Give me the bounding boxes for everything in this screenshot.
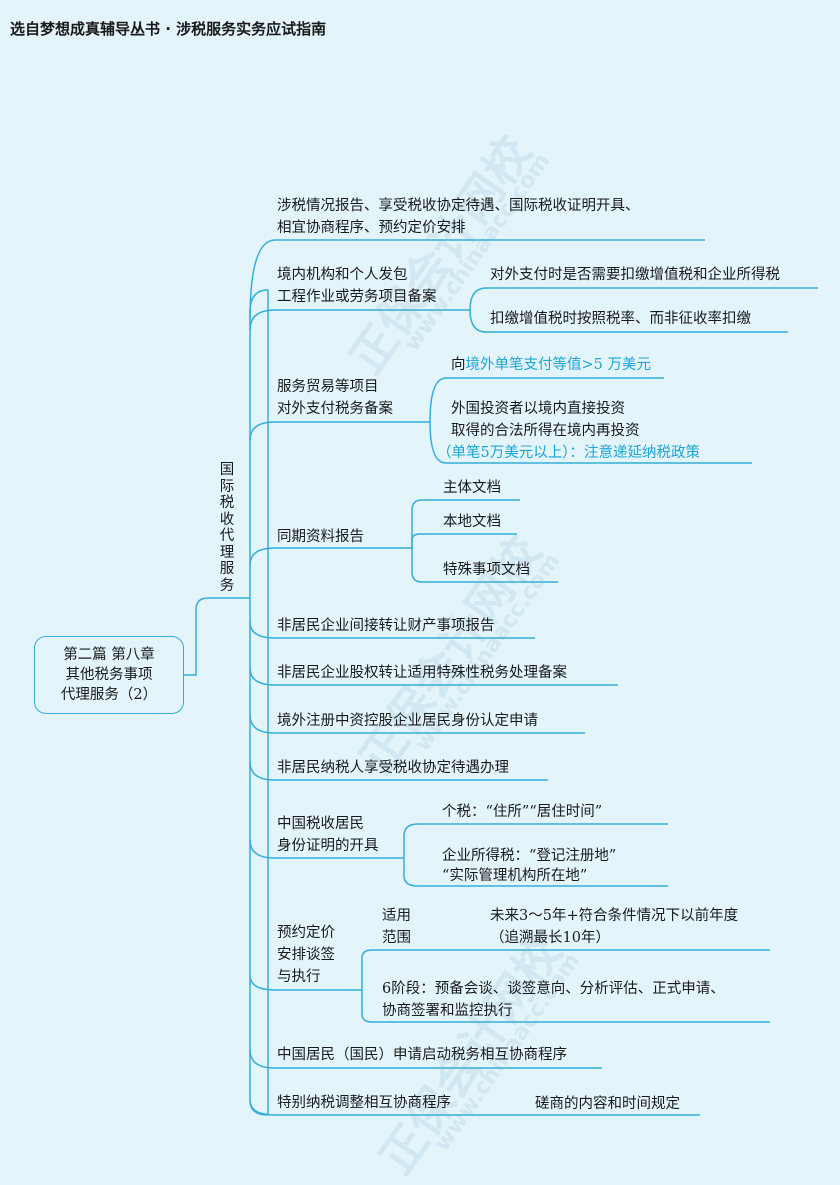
hub-char: 收 [219,511,235,528]
branch-1-line: 相宜协商程序、预约定价安排 [277,220,466,236]
branch-9-line: 中国税收居民 [277,816,364,832]
hub-char: 国 [219,462,235,478]
branch-3-sub-highlight: （单笔5万美元以上）：注意递延纳税政策 [437,445,700,461]
branch-10-line: 安排谈签 [277,947,335,963]
branch-3-sub: 向境外单笔支付等值>5 万美元 [451,355,651,376]
branch-4-label: 同期资料报告 [277,529,364,545]
branch-6-label: 非居民企业股权转让适用特殊性税务处理备案 [277,665,567,681]
branch-10-scope-detail: （追溯最长10年） [490,930,610,946]
branch-3-sub-prefix: 向 [451,357,466,373]
branch-4-sub: 本地文档 [443,514,501,530]
branch-2-sub: 扣缴增值税时按照税率、而非征收率扣缴 [490,311,751,327]
branch-3-line: 服务贸易等项目 [277,379,379,395]
branch-9-sub: “实际管理机构所在地” [442,868,588,884]
branch-4-sub: 主体文档 [443,480,501,496]
hub-char: 代 [219,528,235,544]
root-line: 第二篇 第八章 [63,647,155,663]
branch-11-label: 中国居民（国民）申请启动税务相互协商程序 [277,1047,567,1063]
branch-1-line: 涉税情况报告、享受税收协定待遇、国际税收证明开具、 [277,198,640,214]
branch-9-sub: 企业所得税：“登记注册地” [442,848,617,864]
branch-3-sub-highlight: 境外单笔支付等值>5 万美元 [465,357,651,373]
branch-8-label: 非居民纳税人享受税收协定待遇办理 [277,760,509,776]
branch-10-line: 与执行 [277,969,321,985]
root-line: 代理服务（2） [60,687,158,703]
branch-2-line: 境内机构和个人发包 [277,267,408,283]
hub-char: 税 [219,495,235,511]
branch-7-label: 境外注册中资控股企业居民身份认定申请 [277,713,538,729]
branch-5-label: 非居民企业间接转让财产事项报告 [277,618,495,634]
branch-10-scope-detail: 未来3～5年+符合条件情况下以前年度 [490,908,739,924]
branch-9-line: 身份证明的开具 [277,838,379,854]
hub-char: 务 [219,577,235,594]
hub-char: 理 [219,544,235,561]
branch-2-sub: 对外支付时是否需要扣缴增值税和企业所得税 [490,267,780,283]
branch-10-scope: 范围 [382,930,411,946]
root-node: 第二篇 第八章 其他税务事项 代理服务（2） [34,636,184,714]
page-header: 选自梦想成真辅导丛书 · 涉税服务实务应试指南 [10,20,327,38]
branch-10-stages: 协商签署和监控执行 [382,1003,513,1019]
branch-10-line: 预约定价 [277,925,335,941]
hub-char: 际 [219,478,235,495]
branch-3-sub: 外国投资者以境内直接投资 [451,401,625,417]
branch-3-sub: 取得的合法所得在境内再投资 [451,423,640,439]
branch-3-line: 对外支付税务备案 [277,401,393,417]
branch-10-stages: 6阶段：预备会谈、谈签意向、分析评估、正式申请、 [382,981,725,997]
branch-12-label: 特别纳税调整相互协商程序 [277,1095,451,1111]
root-line: 其他税务事项 [65,667,153,683]
branch-2-line: 工程作业或劳务项目备案 [277,289,437,305]
branch-9-sub: 个税：“住所”“居住时间” [442,804,603,820]
connector-lines [184,239,818,1116]
hub-label: 国 际 税 收 代 理 服 务 [216,462,238,594]
hub-char: 服 [219,561,235,577]
branch-12-sub: 磋商的内容和时间规定 [535,1096,680,1112]
branch-4-sub: 特殊事项文档 [443,562,530,578]
branch-10-scope: 适用 [382,908,411,924]
